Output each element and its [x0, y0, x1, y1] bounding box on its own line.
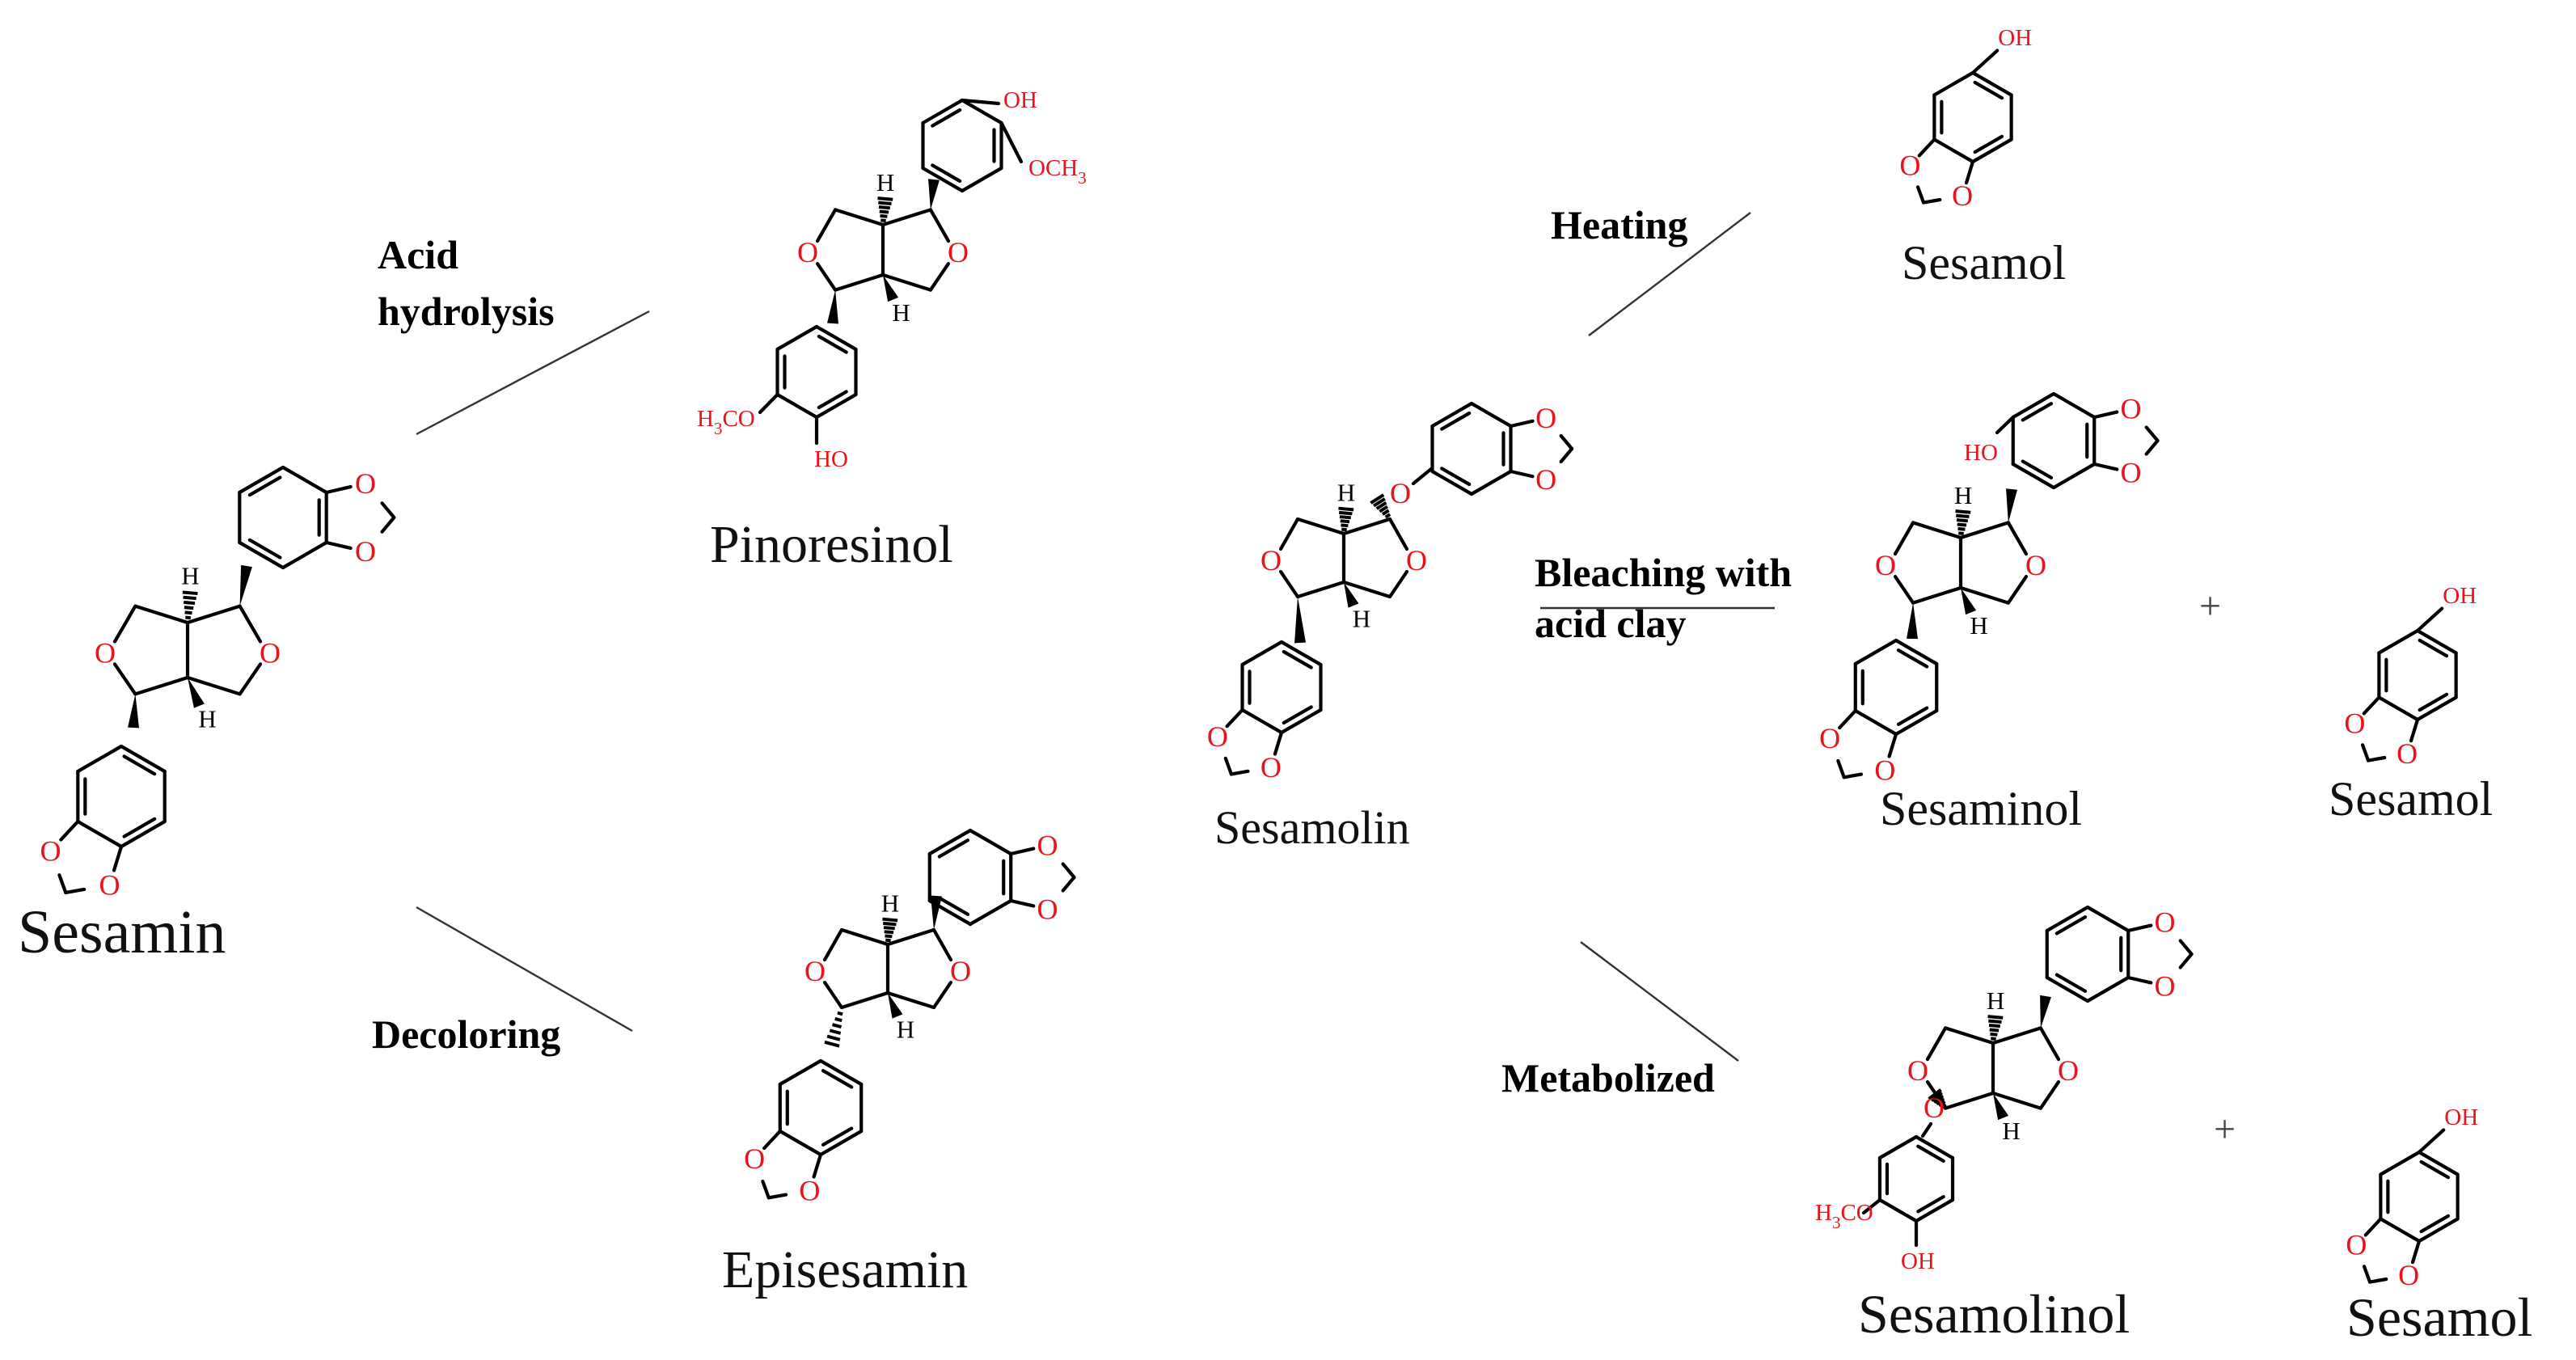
pinoresinol-hydroxyl-bottom: HO [814, 446, 848, 472]
arrow-acid-hydrolysis [416, 310, 650, 436]
episesamin-dioxole-bottom-oxygen-1: O [799, 1174, 820, 1206]
pinoresinol-hydroxyl-top: OH [1003, 87, 1037, 113]
pinoresinol-core-hydrogen-bottom: H [892, 298, 910, 327]
sesaminol-dioxole-bottom-oxygen-2: O [1819, 722, 1840, 754]
condition-decoloring-label: Decoloring [372, 1012, 560, 1057]
sesamolinol-core-hydrogen-bottom: H [2002, 1117, 2020, 1145]
arrow-heating [1588, 212, 1751, 336]
sesamolinol-core-hydrogen-top: H [1987, 986, 2004, 1015]
sesamolinol-bridge-oxygen: O [1924, 1092, 1945, 1124]
molecule-sesamol-middle: OH OO [2344, 583, 2477, 770]
sesaminol-hydroxyl: HO [1964, 440, 1998, 466]
molecule-sesamol-bottom-hydroxyl: OH [2444, 1104, 2478, 1130]
condition-hydrolysis-label: hydrolysis [378, 289, 555, 334]
molecule-sesamol-middle-dioxole-oxygen-2: O [2344, 707, 2365, 740]
compound-name-sesamol-bottom: Sesamol [2346, 1286, 2532, 1348]
molecule-sesamol-middle-dioxole-oxygen-1: O [2397, 737, 2418, 770]
arrow-metabolized [1580, 941, 1739, 1062]
sesamin-dioxole-bottom-oxygen-2: O [40, 834, 61, 867]
pinoresinol-core: O O H H [797, 168, 969, 327]
sesamolin-core-hydrogen-bottom: H [1353, 605, 1370, 633]
sesaminol-core-oxygen-left: O [1875, 549, 1896, 581]
episesamin-core: O O H H [804, 889, 971, 1044]
plus-sign-sesamolinol: + [2214, 1108, 2236, 1151]
sesamin-core-hydrogen-top: H [181, 562, 199, 590]
sesamolinol-methoxy: H3CO [1815, 1200, 1873, 1232]
molecule-sesamol-middle-hydroxyl: OH [2443, 583, 2477, 609]
arrow-decoloring [416, 906, 633, 1033]
pinoresinol-core-oxygen-left: O [797, 236, 818, 268]
molecule-sesamol-bottom-dioxole-oxygen-1: O [2398, 1259, 2419, 1291]
sesamolinol-core-oxygen-left: O [1907, 1054, 1928, 1087]
pinoresinol-methoxy-top: OCH3 [1028, 155, 1087, 188]
sesamolin-dioxole-bottom-oxygen-1: O [1261, 751, 1282, 783]
sesaminol-core-oxygen-right: O [2025, 549, 2046, 581]
episesamin-core-oxygen-right: O [950, 955, 971, 987]
molecule-sesamol-top: OH OO [1899, 25, 2032, 212]
sesamolin-bridge-oxygen: O [1390, 477, 1411, 509]
sesamolin-dioxole-bottom-oxygen-2: O [1207, 720, 1228, 753]
sesamolinol-hydroxyl: OH [1901, 1248, 1935, 1274]
condition-bleaching-label: Bleaching with [1535, 550, 1792, 595]
pinoresinol-core-hydrogen-top: H [876, 168, 894, 196]
plus-sign-sesaminol: + [2199, 585, 2221, 627]
sesamolinol-dioxole-top-oxygen-2: O [2154, 969, 2175, 1002]
condition-metabolized-label: Metabolized [1501, 1055, 1715, 1100]
sesamolinol-dioxole-top-oxygen-1: O [2154, 906, 2175, 939]
sesamin-core: O O H H [95, 562, 281, 733]
sesamin-dioxole-bottom-oxygen-1: O [99, 868, 120, 901]
sesamolin-core-oxygen-right: O [1406, 544, 1427, 577]
condition-acid-label: Acid [378, 232, 458, 277]
compound-name-pinoresinol: Pinoresinol [710, 515, 953, 574]
sesamolin-dioxole-top-oxygen-1: O [1535, 402, 1556, 434]
episesamin-core-oxygen-left: O [804, 955, 826, 987]
sesamin-core-hydrogen-bottom: H [198, 705, 216, 733]
sesamin-dioxole-top-oxygen-2: O [355, 535, 376, 568]
compound-name-sesaminol: Sesaminol [1880, 782, 2082, 835]
episesamin-core-hydrogen-bottom: H [897, 1016, 914, 1044]
condition-heating-label: Heating [1551, 202, 1687, 247]
sesamin-dioxole-top-oxygen-1: O [355, 467, 376, 500]
sesamin-core-oxygen-right: O [260, 636, 281, 669]
compound-name-sesamolinol: Sesamolinol [1858, 1283, 2130, 1345]
episesamin-dioxole-bottom-oxygen-2: O [744, 1142, 765, 1175]
sesamolin-core: O O H H [1261, 479, 1427, 633]
episesamin-dioxole-top-oxygen-1: O [1037, 830, 1058, 862]
sesamolinol-core-oxygen-right: O [2058, 1054, 2079, 1087]
compound-name-episesamin: Episesamin [722, 1240, 968, 1299]
compound-name-sesamol-middle: Sesamol [2329, 772, 2493, 826]
compound-name-sesamol-top: Sesamol [1902, 236, 2066, 289]
compound-name-sesamin: Sesamin [18, 898, 226, 966]
sesaminol-dioxole-bottom-oxygen-1: O [1874, 754, 1895, 786]
sesaminol-core-hydrogen-top: H [1954, 481, 1972, 509]
molecule-sesamol-top-dioxole-oxygen-1: O [1952, 180, 1973, 212]
molecule-sesamol-bottom-dioxole-oxygen-2: O [2346, 1229, 2367, 1261]
molecule-sesamol-top-dioxole-oxygen-2: O [1899, 150, 1920, 182]
sesaminol-dioxole-top-oxygen-2: O [2120, 456, 2141, 488]
episesamin-core-hydrogen-top: H [881, 889, 899, 918]
sesamolin-core-oxygen-left: O [1261, 544, 1282, 577]
molecule-sesamin: O O H H O O O O [40, 465, 396, 901]
compound-name-sesamolin: Sesamolin [1214, 801, 1410, 854]
episesamin-dioxole-top-oxygen-2: O [1037, 893, 1058, 925]
sesaminol-core: O O H H [1875, 481, 2046, 640]
molecule-sesamol-top-hydroxyl: OH [1998, 25, 2032, 51]
sesamin-core-oxygen-left: O [95, 636, 116, 669]
sesaminol-core-hydrogen-bottom: H [1970, 611, 1987, 640]
pinoresinol-core-oxygen-right: O [948, 236, 969, 268]
sesaminol-dioxole-top-oxygen-1: O [2120, 393, 2141, 425]
pinoresinol-methoxy-bottom: H3CO [697, 406, 755, 438]
molecule-sesamol-bottom: OH OO [2346, 1104, 2478, 1291]
condition-acid-clay-label: acid clay [1535, 601, 1686, 646]
sesamolin-dioxole-top-oxygen-2: O [1535, 463, 1556, 496]
sesamolin-core-hydrogen-top: H [1337, 479, 1355, 507]
